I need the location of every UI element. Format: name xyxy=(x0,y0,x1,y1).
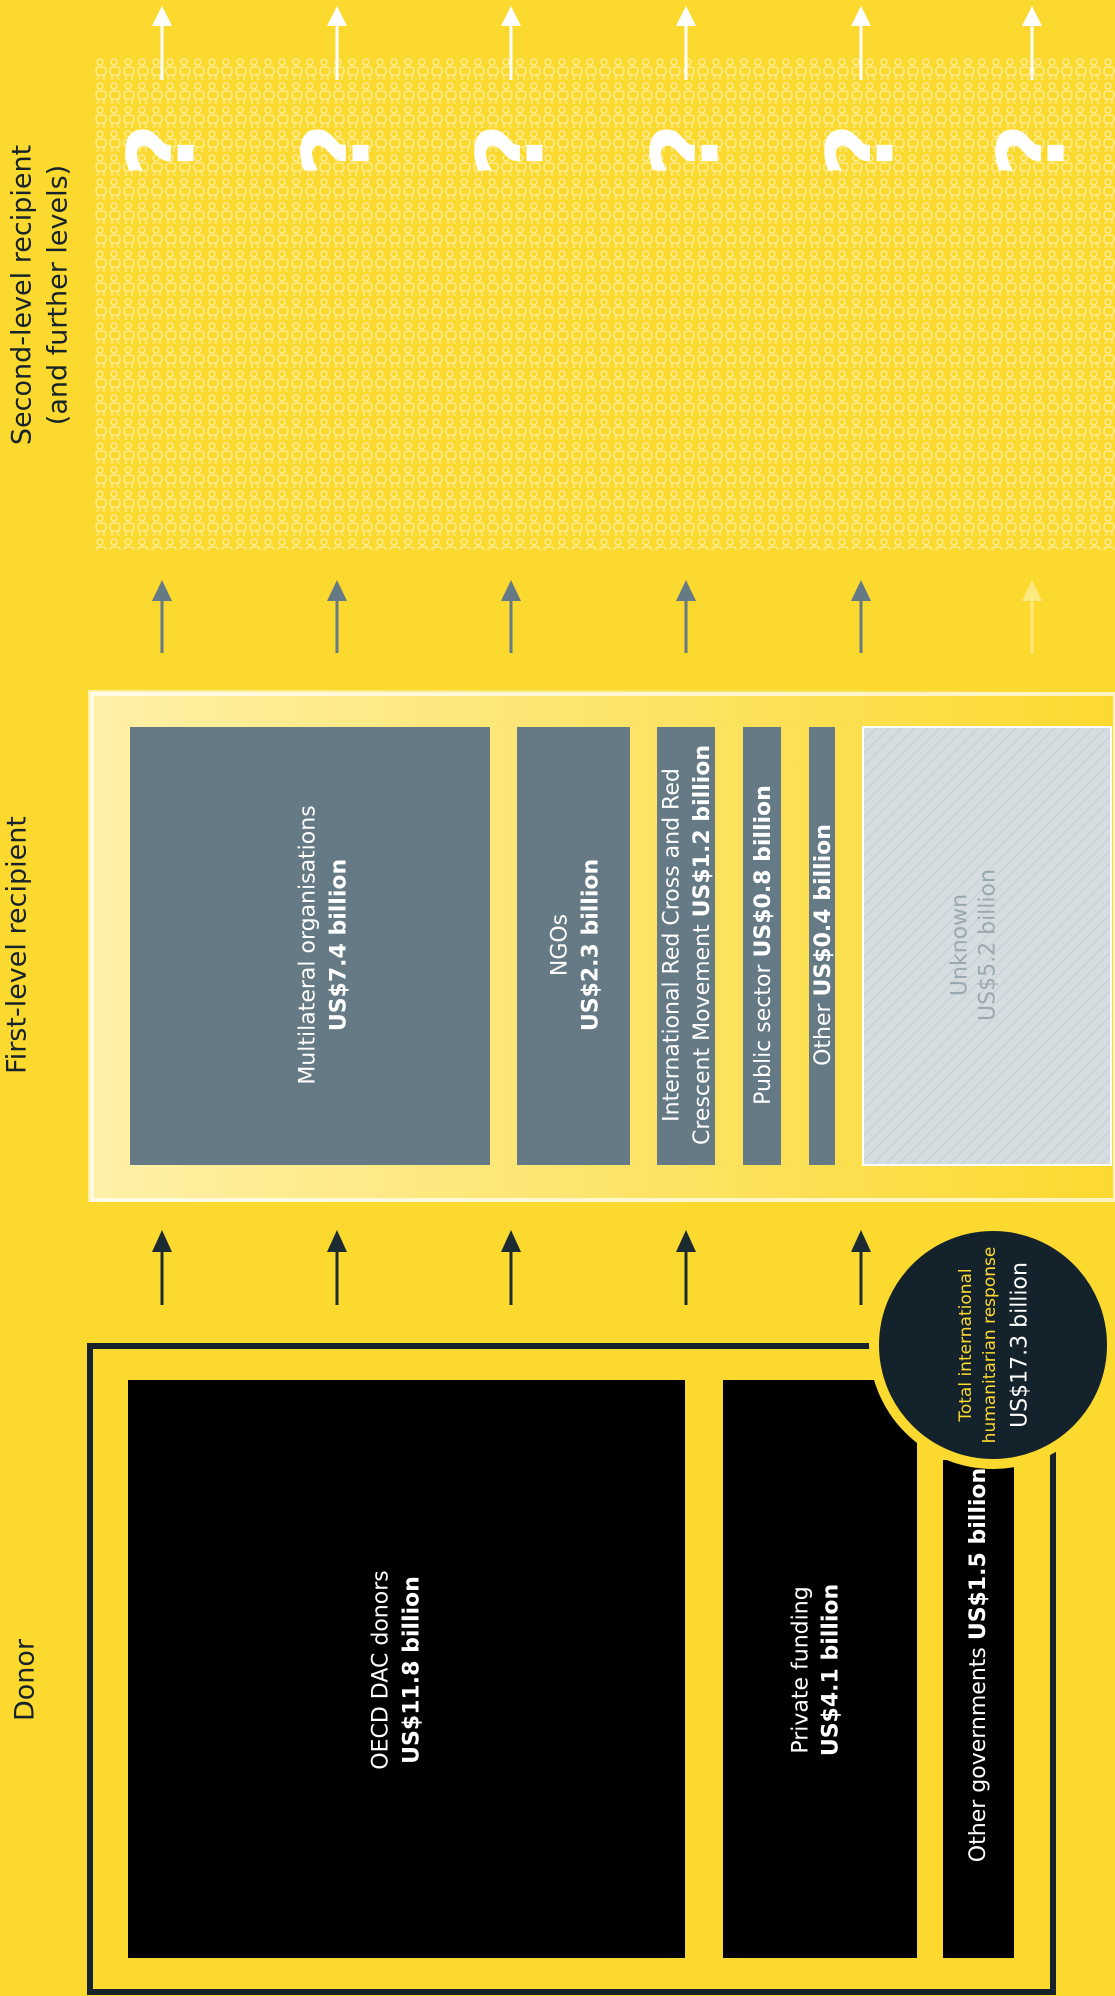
recipient-red-cross-amount: US$1.2 billion xyxy=(690,745,715,917)
arrow-up-icon xyxy=(676,6,696,80)
arrow-up-icon xyxy=(152,1230,172,1305)
donor-other-gov-name: Other governments xyxy=(966,1647,991,1862)
arrow-up-icon xyxy=(1022,580,1042,653)
question-mark-icon: ? xyxy=(979,123,1086,176)
donor-frame xyxy=(87,1343,1056,1995)
section-label-donor: Donor xyxy=(10,1638,41,1721)
question-marks: ? ? ? ? ? ? xyxy=(109,123,1086,176)
donor-box-oecd xyxy=(128,1380,685,1958)
question-mark-icon: ? xyxy=(633,123,740,176)
donor-box-other-gov xyxy=(943,1460,1014,1958)
recipient-box-public-sector xyxy=(743,727,781,1165)
donor-private-name: Private funding xyxy=(789,1586,814,1753)
recipient-multilateral-name: Multilateral organisations xyxy=(296,805,321,1084)
arrow-up-icon xyxy=(501,580,521,653)
arrow-up-icon xyxy=(851,580,871,653)
arrow-up-icon xyxy=(327,6,347,80)
arrow-up-icon xyxy=(327,1230,347,1305)
arrows-to-second-level xyxy=(152,580,871,653)
donor-private-amount: US$4.1 billion xyxy=(819,1584,844,1756)
recipient-box-ngos xyxy=(517,727,630,1165)
recipient-public-sector-name: Public sector xyxy=(751,964,776,1105)
question-mark-icon: ? xyxy=(109,123,216,176)
recipient-box-red-cross xyxy=(657,727,715,1165)
recipient-ngos-name: NGOs xyxy=(548,914,573,976)
recipient-other-name: Other xyxy=(811,1002,836,1065)
recipient-red-cross-name-line1: International Red Cross and Red xyxy=(660,768,685,1122)
donor-box-private xyxy=(723,1380,917,1958)
recipient-multilateral-amount: US$7.4 billion xyxy=(327,859,352,1031)
section-label-second-level-sub: (and further levels) xyxy=(43,165,74,425)
question-mark-icon: ? xyxy=(808,123,915,176)
arrow-up-icon xyxy=(327,580,347,653)
arrow-up-icon xyxy=(676,580,696,653)
donor-other-gov-amount: US$1.5 billion xyxy=(966,1468,991,1640)
total-circle xyxy=(869,1221,1115,1469)
recipient-public-sector-amount: US$0.8 billion xyxy=(751,785,776,957)
first-level-frame-border xyxy=(90,692,1115,1202)
donor-other-gov-label: Other governments US$1.5 billion xyxy=(966,1468,991,1862)
arrow-up-icon xyxy=(1022,6,1042,80)
recipient-box-multilateral xyxy=(130,727,490,1165)
recipient-public-sector-label: Public sector US$0.8 billion xyxy=(751,785,776,1105)
arrow-up-icon xyxy=(152,6,172,80)
question-mark-icon: ? xyxy=(284,123,391,176)
recipient-box-other xyxy=(809,727,835,1165)
arrow-up-icon xyxy=(676,1230,696,1305)
total-amount: US$17.3 billion xyxy=(1008,1262,1033,1428)
donor-oecd-amount: US$11.8 billion xyxy=(400,1576,425,1764)
recipient-box-unknown xyxy=(862,726,1112,1166)
second-level-people-pattern xyxy=(95,58,1115,550)
section-label-second-level: Second-level recipient xyxy=(7,145,38,445)
recipient-other-label: Other US$0.4 billion xyxy=(811,824,836,1066)
arrow-up-icon xyxy=(501,1230,521,1305)
recipient-other-amount: US$0.4 billion xyxy=(811,824,836,996)
recipient-ngos-amount: US$2.3 billion xyxy=(579,859,604,1031)
arrow-up-icon xyxy=(851,1230,871,1305)
recipient-red-cross-name-line2: Crescent Movement xyxy=(690,924,715,1145)
arrows-beyond xyxy=(152,6,1042,80)
question-mark-icon: ? xyxy=(458,123,565,176)
total-title-line1: Total international xyxy=(956,1268,976,1422)
recipient-unknown-name: Unknown xyxy=(948,894,973,996)
recipient-red-cross-label: Crescent Movement US$1.2 billion xyxy=(690,745,715,1145)
recipient-unknown-amount: US$5.2 billion xyxy=(976,869,1001,1021)
total-title-line2: humanitarian response xyxy=(980,1247,1000,1444)
arrow-up-icon xyxy=(152,580,172,653)
arrow-up-icon xyxy=(501,6,521,80)
donor-oecd-name: OECD DAC donors xyxy=(369,1570,394,1769)
arrows-to-first-level xyxy=(152,1230,871,1305)
section-label-first-level: First-level recipient xyxy=(2,816,33,1074)
arrow-up-icon xyxy=(851,6,871,80)
